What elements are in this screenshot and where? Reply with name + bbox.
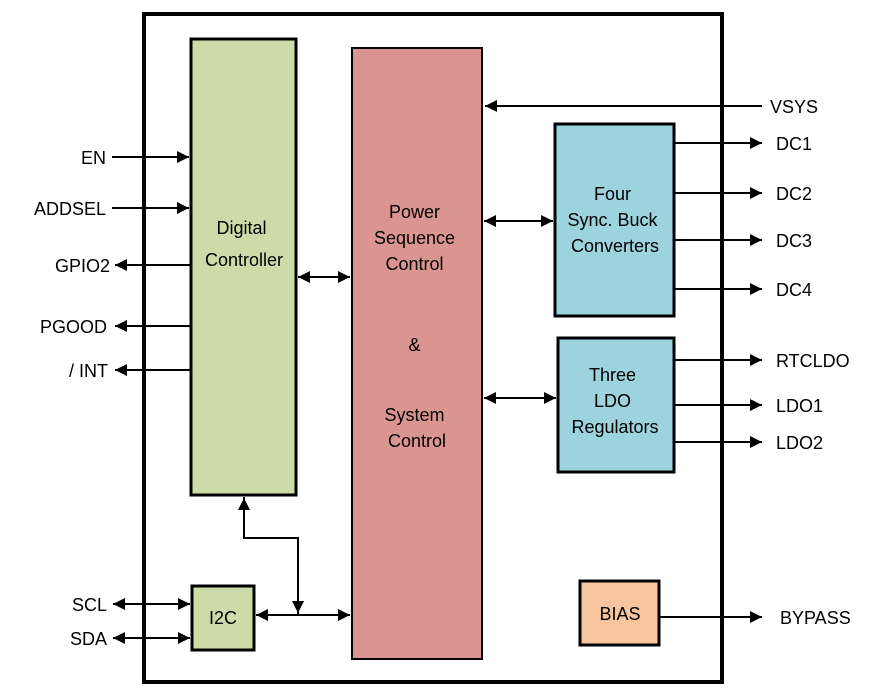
pin-dc3: DC3 — [776, 231, 812, 251]
buck-converters-block — [553, 122, 676, 318]
chip-boundary — [142, 12, 724, 684]
pin-pgood: PGOOD — [40, 317, 107, 337]
buck-converters-label: Four Sync. Buck Converters — [567, 184, 662, 256]
power-sequence-label: Power Sequence Control & System Control — [374, 202, 460, 451]
pin-vsys: VSYS — [770, 97, 818, 117]
pin-ldo2: LDO2 — [776, 433, 823, 453]
i2c-block — [190, 584, 256, 652]
pin-en: EN — [81, 148, 106, 168]
bias-label: BIAS — [599, 604, 640, 624]
digital-controller-block — [189, 37, 298, 497]
pin-bypass: BYPASS — [780, 608, 851, 628]
pin-dc1: DC1 — [776, 134, 812, 154]
bias-block — [578, 579, 661, 647]
pin-rtcldo: RTCLDO — [776, 351, 850, 371]
pin-addsel: ADDSEL — [34, 199, 106, 219]
digital-controller-label: Digital Controller — [205, 218, 283, 270]
power-sequence-block — [351, 47, 483, 660]
pin-int: / INT — [69, 361, 108, 381]
i2c-label: I2C — [209, 608, 237, 628]
pin-gpio2: GPIO2 — [55, 256, 110, 276]
pin-dc4: DC4 — [776, 280, 812, 300]
pin-ldo1: LDO1 — [776, 396, 823, 416]
ldo-regulators-block — [556, 336, 676, 474]
ldo-regulators-label: Three LDO Regulators — [571, 365, 658, 437]
pin-dc2: DC2 — [776, 184, 812, 204]
pin-scl: SCL — [72, 595, 107, 615]
pin-sda: SDA — [70, 629, 107, 649]
